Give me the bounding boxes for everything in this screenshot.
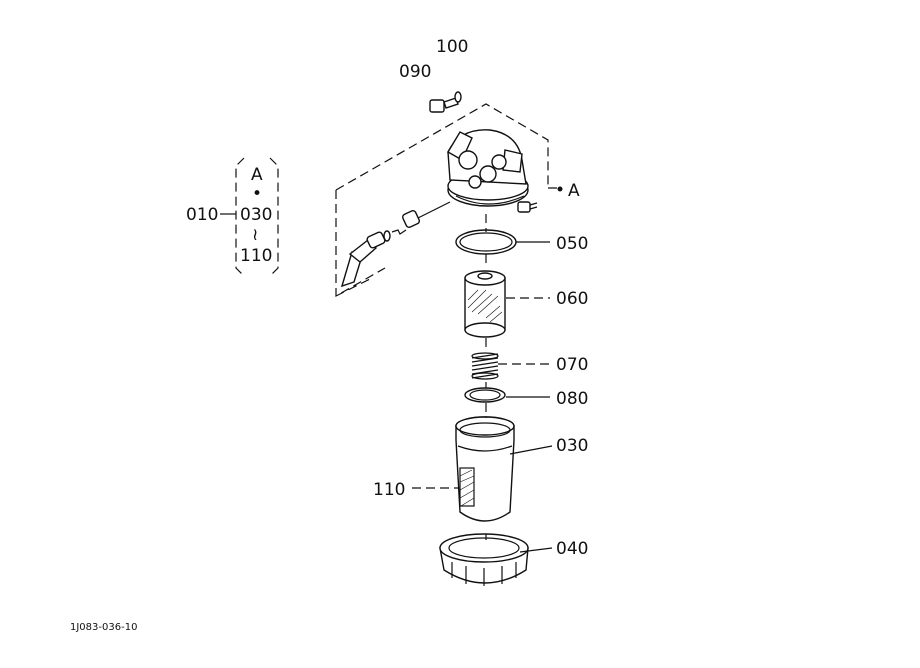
legend-a: A bbox=[251, 165, 263, 185]
label-030: 030 bbox=[556, 436, 588, 456]
label-080: 080 bbox=[556, 389, 588, 409]
spring-070 bbox=[471, 352, 499, 380]
cock-lever-assembly bbox=[340, 201, 451, 288]
label-090: 090 bbox=[399, 62, 431, 82]
ring-080 bbox=[464, 387, 506, 403]
label-040: 040 bbox=[556, 539, 588, 559]
figure-code: 1J083-036-10 bbox=[70, 622, 137, 633]
o-ring-050 bbox=[455, 229, 517, 255]
filter-element-060 bbox=[464, 270, 506, 338]
bolt-090 bbox=[429, 91, 462, 113]
label-110: 110 bbox=[373, 480, 405, 500]
label-070: 070 bbox=[556, 355, 588, 375]
label-100: 100 bbox=[436, 37, 468, 57]
screw-head-side bbox=[517, 201, 538, 213]
filter-bowl-030 bbox=[455, 416, 515, 522]
assembly-a-dashed-outline bbox=[335, 103, 560, 298]
legend-dot: • bbox=[252, 184, 262, 204]
legend-110: 110 bbox=[240, 246, 272, 266]
filter-head bbox=[447, 129, 529, 207]
legend-tilde: ≀ bbox=[252, 225, 258, 245]
legend-030: 030 bbox=[240, 205, 272, 225]
label-050: 050 bbox=[556, 234, 588, 254]
leader-lines bbox=[220, 186, 563, 553]
label-010: 010 bbox=[186, 205, 218, 225]
label-060: 060 bbox=[556, 289, 588, 309]
legend-bracket bbox=[235, 157, 279, 277]
ring-nut-040 bbox=[439, 533, 529, 586]
label-a-right: A bbox=[568, 181, 580, 201]
